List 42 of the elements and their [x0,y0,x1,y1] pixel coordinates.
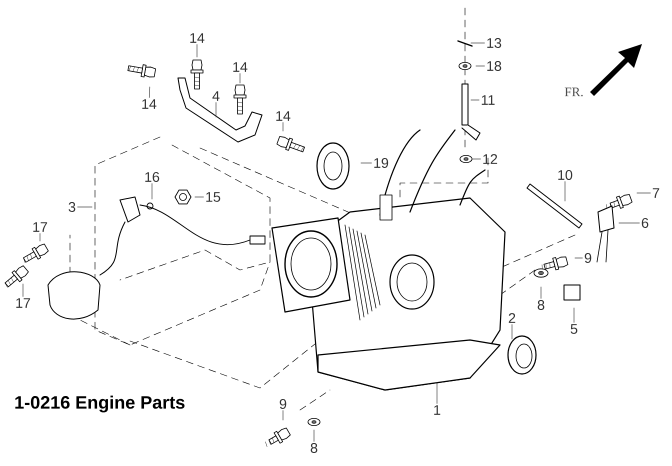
callout-number: 9 [584,253,592,263]
leader-line [194,196,204,198]
callout-number: 7 [652,188,660,198]
leader-line [22,284,24,297]
callout-number: 14 [190,33,204,43]
callout-number: 1 [434,405,440,415]
callout-number: 11 [482,95,495,105]
leader-line [436,382,438,404]
callout-number: 19 [374,158,388,168]
callout-number: 14 [276,111,290,121]
leader-line [148,86,150,98]
callout-number: 8 [538,300,544,310]
callout-number: 6 [642,218,648,228]
callout-number: 3 [68,202,76,212]
leader-line [196,44,198,58]
callout-number: 13 [487,38,502,48]
callout-number: 14 [233,62,248,72]
callout-number: 8 [310,443,318,453]
callout-number: 5 [570,324,578,334]
leader-line [472,158,481,160]
leader-line [77,206,92,208]
callout-number: 14 [142,99,156,109]
title: 1-0216 Engine Parts [15,396,185,412]
direction-label: FR. [564,88,583,96]
leader-line [636,192,651,194]
callout-number: 15 [206,192,220,202]
callout-number: 17 [33,222,48,232]
callout-number: 2 [508,313,516,323]
callout-number: 17 [16,298,30,308]
leader-line [282,410,284,420]
leader-line [618,222,640,224]
leader-line [470,42,485,44]
callout-number: 12 [483,154,498,164]
callout-number: 18 [487,61,502,71]
callout-number: 4 [212,91,220,101]
callout-number: 9 [280,399,286,409]
callout-number: 16 [145,172,160,182]
leader-line [540,286,542,299]
leader-line [282,122,284,132]
callout-number: 10 [558,170,572,180]
leader-line [564,181,566,202]
leader-line [360,162,372,164]
